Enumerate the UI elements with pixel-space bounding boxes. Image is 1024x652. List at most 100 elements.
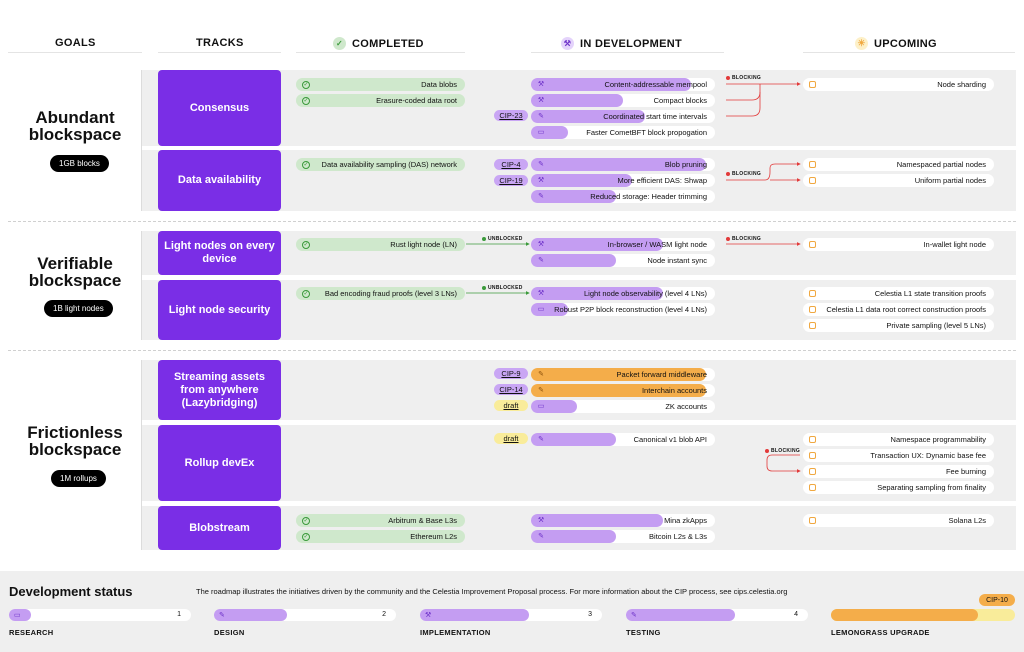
cip-tag[interactable]: CIP-14: [494, 384, 528, 395]
upcoming-item[interactable]: Fee burning: [803, 465, 994, 478]
completed-item[interactable]: ✓Data blobs: [296, 78, 465, 91]
track-streaming-assets[interactable]: Streaming assets from anywhere (Lazybrid…: [158, 360, 281, 420]
completed-item[interactable]: ✓Erasure-coded data root: [296, 94, 465, 107]
completed-item[interactable]: ✓Arbitrum & Base L3s: [296, 514, 465, 527]
upcoming-item[interactable]: In-wallet light node: [803, 238, 994, 251]
calendar-icon: [809, 436, 816, 443]
status-lemongrass: [831, 609, 1015, 621]
calendar-icon: [809, 468, 816, 475]
in-development-item[interactable]: ✎Bitcoin L2s & L3s: [531, 530, 715, 543]
track-light-nodes[interactable]: Light nodes on every device: [158, 231, 281, 275]
upcoming-item[interactable]: Solana L2s: [803, 514, 994, 527]
calendar-icon: [809, 322, 816, 329]
upcoming-item[interactable]: Celestia L1 data root correct constructi…: [803, 303, 994, 316]
blocking-note: BLOCKING: [726, 236, 761, 242]
cip-draft-tag[interactable]: draft: [494, 400, 528, 411]
track-rollup-devex[interactable]: Rollup devEx: [158, 425, 281, 501]
test-icon: ✎: [538, 370, 544, 378]
in-development-header: ⚒ IN DEVELOPMENT: [561, 37, 682, 50]
cip-draft-tag[interactable]: draft: [494, 433, 528, 444]
goal-badge: 1M rollups: [51, 470, 106, 487]
wrench-icon: ⚒: [425, 612, 432, 619]
in-development-item[interactable]: ✎Blob pruning: [531, 158, 715, 171]
upcoming-item[interactable]: Uniform partial nodes: [803, 174, 994, 187]
status-label-design: DESIGN: [214, 628, 245, 637]
calendar-icon: [809, 306, 816, 313]
upcoming-header: ☀ UPCOMING: [855, 37, 937, 50]
footer-description: The roadmap illustrates the initiatives …: [196, 587, 788, 596]
status-label-lemongrass: LEMONGRASS UPGRADE: [831, 628, 930, 637]
pencil-icon: ✎: [219, 612, 225, 619]
check-icon: ✓: [302, 160, 310, 169]
in-development-item[interactable]: ✎Packet forward middleware: [531, 368, 715, 381]
in-development-item[interactable]: ⚒Mina zkApps: [531, 514, 715, 527]
cip-tag[interactable]: CIP-23: [494, 110, 528, 121]
in-development-item[interactable]: ✎Coordinated start time intervals: [531, 110, 715, 123]
calendar-icon: [809, 161, 816, 168]
upcoming-item[interactable]: Separating sampling from finality: [803, 481, 994, 494]
wrench-icon: ⚒: [537, 176, 545, 184]
research-icon: ▭: [14, 612, 21, 619]
calendar-icon: [809, 177, 816, 184]
in-development-item[interactable]: ✎Canonical v1 blob API: [531, 433, 715, 446]
status-label-testing: TESTING: [626, 628, 661, 637]
track-blobstream[interactable]: Blobstream: [158, 506, 281, 550]
calendar-icon: [809, 517, 816, 524]
upcoming-item[interactable]: Celestia L1 state transition proofs: [803, 287, 994, 300]
check-icon: ✓: [302, 96, 310, 105]
track-consensus[interactable]: Consensus: [158, 70, 281, 146]
in-development-item[interactable]: ▭Robust P2P block reconstruction (level …: [531, 303, 715, 316]
in-development-item[interactable]: ▭Faster CometBFT block propogation: [531, 126, 715, 139]
wrench-icon: ⚒: [537, 516, 545, 524]
upcoming-item[interactable]: Node sharding: [803, 78, 994, 91]
status-design: ✎2: [214, 609, 396, 621]
in-development-item[interactable]: ▭ZK accounts: [531, 400, 715, 413]
status-testing: ✎4: [626, 609, 808, 621]
test-icon: ✎: [538, 386, 544, 394]
check-circle-icon: ✓: [333, 37, 346, 50]
completed-item[interactable]: ✓Rust light node (LN): [296, 238, 465, 251]
blocking-note: BLOCKING: [726, 75, 761, 81]
track-light-node-security[interactable]: Light node security: [158, 280, 281, 340]
in-development-item[interactable]: ✎Reduced storage: Header trimming: [531, 190, 715, 203]
cip-10-tag[interactable]: CIP-10: [979, 594, 1015, 606]
in-development-item[interactable]: ⚒Compact blocks: [531, 94, 715, 107]
cip-tag[interactable]: CIP-9: [494, 368, 528, 379]
unblocked-note: UNBLOCKED: [482, 285, 523, 291]
wrench-icon: ⚒: [537, 80, 545, 88]
calendar-icon: [809, 452, 816, 459]
completed-item[interactable]: ✓Data availability sampling (DAS) networ…: [296, 158, 465, 171]
pencil-icon: ✎: [538, 160, 544, 168]
completed-item[interactable]: ✓Bad encoding fraud proofs (level 3 LNs): [296, 287, 465, 300]
in-development-item[interactable]: ✎Interchain accounts: [531, 384, 715, 397]
check-icon: ✓: [302, 240, 310, 249]
upcoming-item[interactable]: Namespaced partial nodes: [803, 158, 994, 171]
in-development-item[interactable]: ⚒Content-addressable mempool: [531, 78, 715, 91]
tracks-header: TRACKS: [196, 37, 244, 49]
unblocked-note: UNBLOCKED: [482, 236, 523, 242]
status-research: ▭1: [9, 609, 191, 621]
pencil-icon: ✎: [538, 256, 544, 264]
upcoming-item[interactable]: Private sampling (level 5 LNs): [803, 319, 994, 332]
goal-badge: 1GB blocks: [50, 155, 109, 172]
cip-tag[interactable]: CIP-19: [494, 175, 528, 186]
test-icon: ✎: [631, 612, 637, 619]
in-development-item[interactable]: ⚒Light node observability (level 4 LNs): [531, 287, 715, 300]
upcoming-item[interactable]: Transaction UX: Dynamic base fee: [803, 449, 994, 462]
status-implementation: ⚒3: [420, 609, 602, 621]
in-development-item[interactable]: ✎Node instant sync: [531, 254, 715, 267]
check-icon: ✓: [302, 532, 310, 541]
in-development-item[interactable]: ⚒In-browser / WASM light node: [531, 238, 715, 251]
in-development-item[interactable]: ⚒More efficient DAS: Shwap: [531, 174, 715, 187]
cip-tag[interactable]: CIP-4: [494, 159, 528, 170]
track-data-availability[interactable]: Data availability: [158, 150, 281, 211]
calendar-icon: [809, 81, 816, 88]
wrench-icon: ⚒: [537, 96, 545, 104]
blocking-note: BLOCKING: [726, 171, 761, 177]
upcoming-item[interactable]: Namespace programmability: [803, 433, 994, 446]
completed-item[interactable]: ✓Ethereum L2s: [296, 530, 465, 543]
wrench-icon: ⚒: [537, 240, 545, 248]
